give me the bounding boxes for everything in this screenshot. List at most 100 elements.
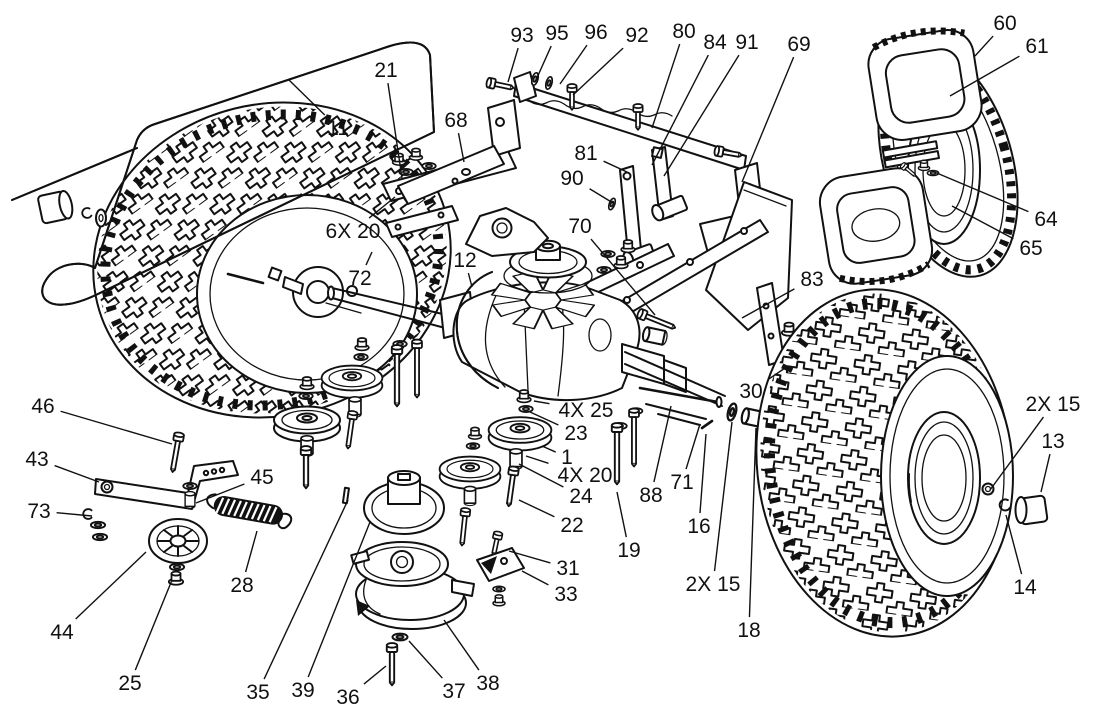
callout-18: 18 bbox=[737, 427, 761, 642]
pulley-ribs bbox=[157, 525, 199, 557]
leader-line bbox=[521, 570, 549, 586]
top-brace-assembly bbox=[484, 71, 747, 171]
leader-line bbox=[457, 132, 465, 163]
clutch-stop-tab bbox=[350, 550, 371, 565]
part-number: 31 bbox=[556, 557, 579, 580]
v-idler-pulley-1 bbox=[438, 455, 502, 490]
leader-line bbox=[535, 45, 552, 81]
leader-line bbox=[387, 82, 403, 179]
arm-hole bbox=[218, 466, 226, 474]
leader-line bbox=[134, 579, 173, 671]
long-bolt bbox=[411, 338, 423, 399]
leader-line bbox=[616, 491, 627, 538]
callout-43: 43 bbox=[25, 448, 100, 483]
bolt-20 bbox=[456, 506, 472, 547]
washer-90 bbox=[606, 196, 618, 212]
part-number: 95 bbox=[545, 22, 568, 45]
leader-line bbox=[288, 79, 326, 116]
coil-lines bbox=[215, 497, 278, 523]
axle-key bbox=[267, 266, 283, 282]
bolt-19 bbox=[610, 422, 624, 486]
bracket-arm bbox=[397, 145, 505, 205]
leader-line bbox=[518, 499, 555, 518]
leader-line bbox=[307, 521, 371, 678]
part-number: 24 bbox=[569, 485, 593, 508]
part-number: 92 bbox=[625, 24, 648, 47]
leader-line bbox=[368, 196, 396, 219]
leader-line bbox=[508, 550, 551, 564]
leader-line bbox=[603, 160, 628, 173]
part-number: 69 bbox=[787, 33, 810, 56]
callout-80: 80 bbox=[651, 20, 696, 129]
washer-73 bbox=[89, 520, 107, 530]
washer bbox=[492, 585, 506, 593]
pivot-hole-inner bbox=[103, 483, 111, 491]
leader-line bbox=[56, 512, 93, 517]
pin bbox=[700, 419, 714, 430]
part-number: 18 bbox=[737, 619, 760, 642]
callout-22: 22 bbox=[518, 499, 584, 537]
washer-73 bbox=[91, 532, 109, 542]
part-number: 46 bbox=[31, 395, 54, 418]
frame-tube-inner bbox=[41, 41, 435, 306]
part-number: 64 bbox=[1034, 208, 1058, 231]
axle-key-rod bbox=[226, 272, 265, 285]
pulley-hub bbox=[169, 534, 187, 548]
part-number: 23 bbox=[564, 422, 587, 445]
callout-93: 93 bbox=[507, 24, 534, 83]
square-key-35 bbox=[341, 486, 350, 505]
electric-clutch-38 bbox=[350, 541, 475, 630]
leader-line bbox=[408, 640, 443, 679]
handle-frame bbox=[11, 41, 435, 306]
part-number: 70 bbox=[568, 215, 591, 238]
bracket-hole bbox=[461, 168, 471, 176]
callout-16: 16 bbox=[687, 433, 711, 538]
part-number: 14 bbox=[1013, 576, 1037, 599]
callout-38: 38 bbox=[443, 619, 500, 695]
part-number: 37 bbox=[442, 680, 465, 703]
bar-hole bbox=[740, 227, 748, 235]
washer-23 bbox=[353, 353, 369, 361]
callout-31: 31 bbox=[508, 550, 580, 580]
leader-line bbox=[1005, 514, 1023, 575]
callout-95: 95 bbox=[535, 22, 569, 81]
brake-rod bbox=[638, 386, 720, 404]
leader-line bbox=[263, 499, 349, 680]
callout-46: 46 bbox=[31, 395, 173, 445]
leader-line bbox=[572, 47, 624, 96]
wheel-cap-right bbox=[997, 494, 1049, 526]
callout-4x20: 4X 20 bbox=[525, 455, 612, 487]
cap-face bbox=[58, 189, 74, 220]
leader-line bbox=[365, 251, 373, 266]
spring-hook bbox=[277, 512, 293, 530]
rod-16 bbox=[657, 413, 701, 426]
wheel-cap-left bbox=[37, 189, 107, 228]
belt-guide-inner bbox=[455, 271, 499, 389]
axle-stub bbox=[282, 276, 304, 295]
callout-25: 25 bbox=[118, 579, 173, 695]
callout-35: 35 bbox=[246, 499, 349, 704]
washer-96 bbox=[543, 75, 555, 91]
bar-hole bbox=[623, 296, 631, 304]
nut bbox=[492, 594, 506, 607]
callout-71: 71 bbox=[670, 423, 701, 494]
part-number: 12 bbox=[453, 249, 476, 272]
bolt-head bbox=[496, 222, 508, 234]
key-rod bbox=[325, 302, 362, 314]
part-number: 81 bbox=[574, 142, 597, 165]
axle-nut bbox=[917, 159, 931, 172]
part-number: 43 bbox=[25, 448, 48, 471]
washer-23 bbox=[298, 392, 314, 400]
part-number: 19 bbox=[617, 539, 640, 562]
hub-bore bbox=[306, 280, 330, 304]
caster-axle bbox=[881, 140, 940, 169]
bolt-36 bbox=[385, 642, 399, 687]
idler-arm-assembly bbox=[82, 430, 239, 586]
e-ring-73 bbox=[82, 508, 93, 520]
idler-pulley-44 bbox=[148, 518, 208, 564]
caster-mount-bracket bbox=[465, 207, 549, 257]
callout-69: 69 bbox=[741, 33, 811, 183]
bolt-20 bbox=[342, 409, 359, 450]
cap-face bbox=[1014, 496, 1028, 524]
